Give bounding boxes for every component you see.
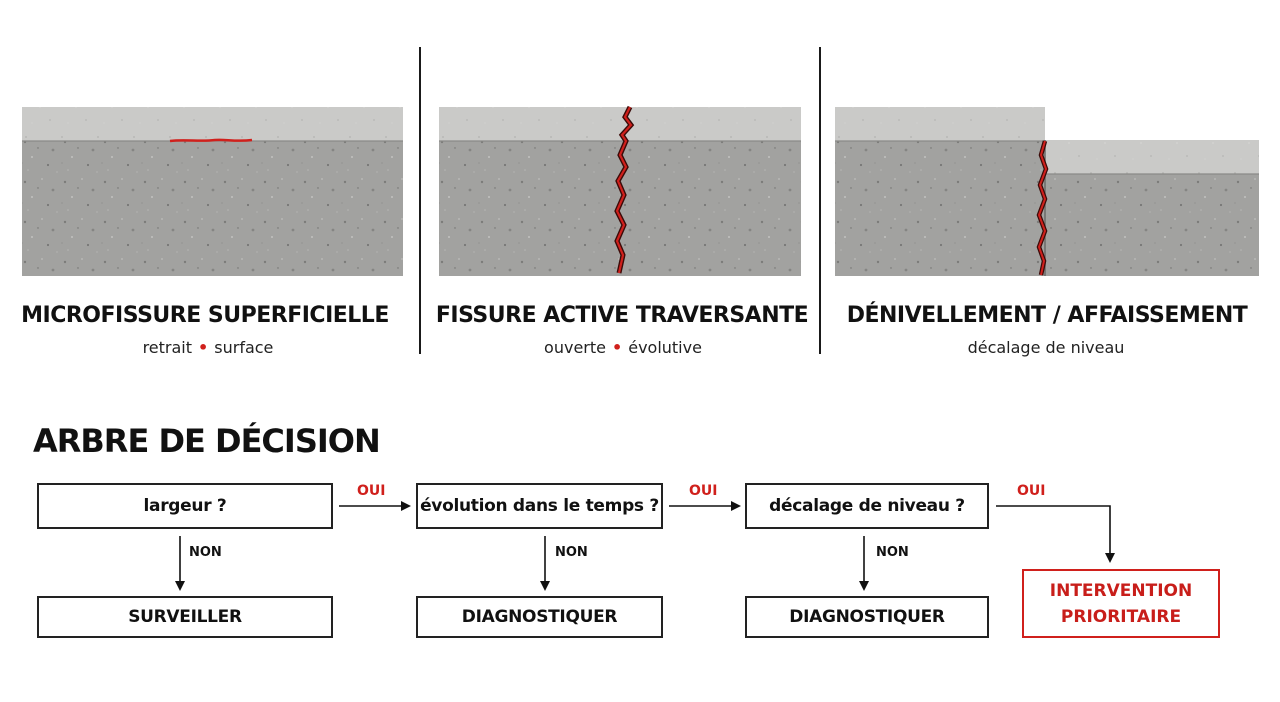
concrete-block-through-crack [439,105,801,276]
outcome-box-diagnostiquer: DIAGNOSTIQUER [745,596,989,638]
panel-subtitle-denivellement: décalage de niveau [836,338,1256,357]
final-box-line: INTERVENTION [1049,580,1193,601]
panel-title-microfissure: MICROFISSURE SUPERFICIELLE [21,303,389,328]
yes-label: OUI [357,483,386,499]
final-box-line: PRIORITAIRE [1060,606,1182,627]
panel-divider [819,47,821,354]
no-label: NON [555,545,588,560]
panel-subtitle-fissure-active: ouverte • évolutive [413,338,833,357]
panel-title-denivellement: DÉNIVELLEMENT / AFFAISSEMENT [846,303,1248,328]
subtitle-term: ouverte [544,338,606,357]
outcome-box-diagnostiquer: DIAGNOSTIQUER [416,596,663,638]
panel-divider [419,47,421,354]
question-box-evolution: évolution dans le temps ? [416,483,663,529]
panel-title-fissure-active: FISSURE ACTIVE TRAVERSANTE [435,303,809,328]
yes-label: OUI [689,483,718,499]
no-label: NON [876,545,909,560]
decision-tree-title: ARBRE DE DÉCISION [33,422,381,460]
arrow-yes [996,505,1115,563]
subtitle-term: retrait [142,338,193,357]
question-box-width: largeur ? [37,483,333,529]
yes-label: OUI [1017,483,1046,499]
subtitle-term: décalage de niveau [967,338,1125,357]
question-box-level-offset: décalage de niveau ? [745,483,989,529]
outcome-box-surveiller: SURVEILLER [37,596,333,638]
concrete-block-level-offset [835,107,1259,276]
subtitle-term: surface [214,338,274,357]
subtitle-term: évolutive [628,338,702,357]
bullet-separator: • [198,338,209,357]
no-label: NON [189,545,222,560]
bullet-separator: • [611,338,623,357]
final-box-intervention-prioritaire: INTERVENTION PRIORITAIRE [1022,569,1220,638]
concrete-block-microcrack [22,107,403,276]
panel-subtitle-microfissure: retrait • surface [0,338,418,357]
